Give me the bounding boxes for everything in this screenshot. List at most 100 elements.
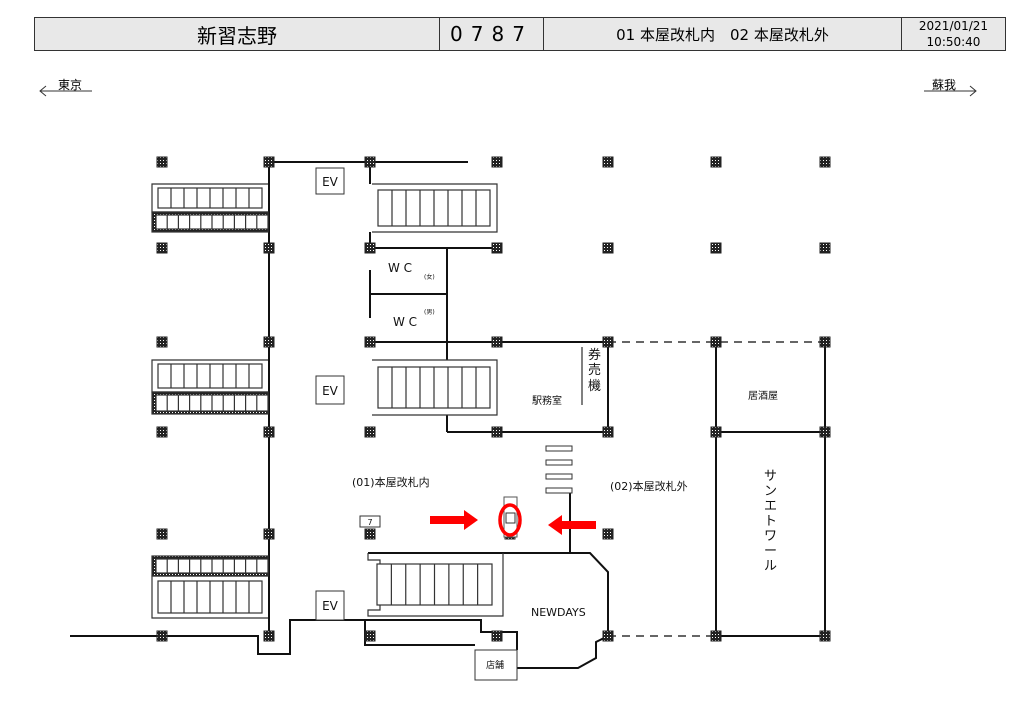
sun-etoile-char: サ — [764, 469, 777, 484]
ticket-machine-char-3: 機 — [588, 379, 601, 394]
wc-male-label: W C — [393, 315, 417, 329]
pillar — [364, 156, 376, 168]
staircase-center-middle — [377, 366, 491, 409]
pillar-number: 7 — [367, 518, 372, 527]
station-code: 0787 — [440, 18, 544, 50]
wc-female-mark: (女) — [424, 273, 435, 281]
pillar — [364, 630, 376, 642]
pillar-number-box — [359, 515, 381, 528]
pillar — [364, 336, 376, 348]
elevator-middle: EV — [315, 375, 345, 405]
pillar — [602, 528, 614, 540]
wc-male-mark: (男) — [424, 309, 435, 316]
pillar — [602, 630, 614, 642]
red-arrow-left-icon — [548, 515, 596, 535]
sun-etoile-char: ル — [764, 559, 777, 574]
sun-etoile-char: ト — [764, 514, 777, 529]
pillar — [263, 630, 275, 642]
pillar — [710, 630, 722, 642]
walls — [70, 161, 826, 669]
pillar — [491, 242, 503, 254]
arrow-right-icon — [924, 85, 977, 97]
pillar — [819, 630, 831, 642]
pillar — [263, 528, 275, 540]
sun-etoile-char: ー — [764, 544, 777, 559]
staircase-left-bottom — [157, 580, 263, 614]
ticket-machine-char-2: 売 — [588, 362, 601, 378]
shop-box — [474, 649, 518, 681]
highlight-ring — [498, 503, 522, 537]
pillar — [710, 336, 722, 348]
direction-left-label: 東京 — [58, 78, 83, 92]
pillar — [602, 156, 614, 168]
stair-outline — [367, 553, 504, 617]
pillar — [491, 630, 503, 642]
direction-right-label: 蘇我 — [932, 78, 957, 92]
pillar — [263, 242, 275, 254]
pillar — [156, 426, 168, 438]
shop-label: 店舗 — [486, 659, 504, 671]
pillar — [602, 336, 614, 348]
ticket-machine-char-1: 券 — [588, 347, 601, 363]
pillar — [364, 528, 376, 540]
pillar — [263, 426, 275, 438]
pillar — [263, 336, 275, 348]
arrow-left-icon — [39, 85, 92, 97]
stair-outline — [372, 359, 498, 416]
pillar — [491, 426, 503, 438]
stair-outline — [151, 575, 268, 619]
staircase-center-top — [377, 189, 491, 227]
target-device[interactable] — [498, 496, 522, 538]
time: 10:50:40 — [926, 35, 981, 49]
staircase-left-top — [157, 187, 263, 209]
pillar — [819, 156, 831, 168]
sun-etoile-char: ワ — [764, 529, 777, 544]
pillar — [156, 528, 168, 540]
timestamp: 2021/01/21 10:50:40 — [902, 18, 1005, 50]
inside-gate-label: (01)本屋改札内 — [352, 475, 430, 489]
pillar — [156, 630, 168, 642]
outside-gate-label: (02)本屋改札外 — [610, 479, 688, 493]
dashed-boundaries — [608, 341, 825, 637]
pillar — [710, 242, 722, 254]
wc-female-label: W C — [388, 261, 412, 275]
pillar — [710, 426, 722, 438]
staircase-left-middle — [157, 363, 263, 389]
elevator-bottom: EV — [315, 590, 345, 621]
pillar — [819, 336, 831, 348]
newdays-label: NEWDAYS — [531, 606, 586, 619]
fare-gates — [545, 445, 573, 494]
station-name: 新習志野 — [35, 18, 440, 50]
station-office-label: 駅務室 — [532, 394, 562, 407]
pillar — [602, 426, 614, 438]
pillar — [602, 242, 614, 254]
svg-text:EV: EV — [322, 599, 339, 613]
pillar — [156, 336, 168, 348]
stair-outline — [372, 183, 498, 233]
header-bar: 新習志野 0787 01 本屋改札内 02 本屋改札外 2021/01/21 1… — [34, 17, 1006, 51]
sun-etoile-char: エ — [764, 499, 777, 514]
pillar — [364, 426, 376, 438]
svg-text:EV: EV — [322, 384, 339, 398]
date: 2021/01/21 — [918, 19, 989, 33]
pillar — [156, 156, 168, 168]
staircase-center-bottom — [376, 563, 493, 606]
location-list: 01 本屋改札内 02 本屋改札外 — [544, 18, 902, 50]
pillar — [263, 156, 275, 168]
pillar — [491, 156, 503, 168]
elevator-top: EV — [315, 167, 345, 195]
pillar — [364, 242, 376, 254]
escalator-left-bottom — [151, 555, 269, 577]
sun-etoile-char: ン — [764, 484, 777, 499]
escalator-left-top — [151, 211, 269, 233]
red-arrow-right-icon — [430, 510, 478, 530]
izakaya-label: 居酒屋 — [748, 390, 778, 402]
pillar — [710, 156, 722, 168]
escalator-left-middle — [151, 391, 269, 415]
pillar — [156, 242, 168, 254]
pillar — [819, 426, 831, 438]
svg-text:EV: EV — [322, 175, 339, 189]
pillar — [819, 242, 831, 254]
